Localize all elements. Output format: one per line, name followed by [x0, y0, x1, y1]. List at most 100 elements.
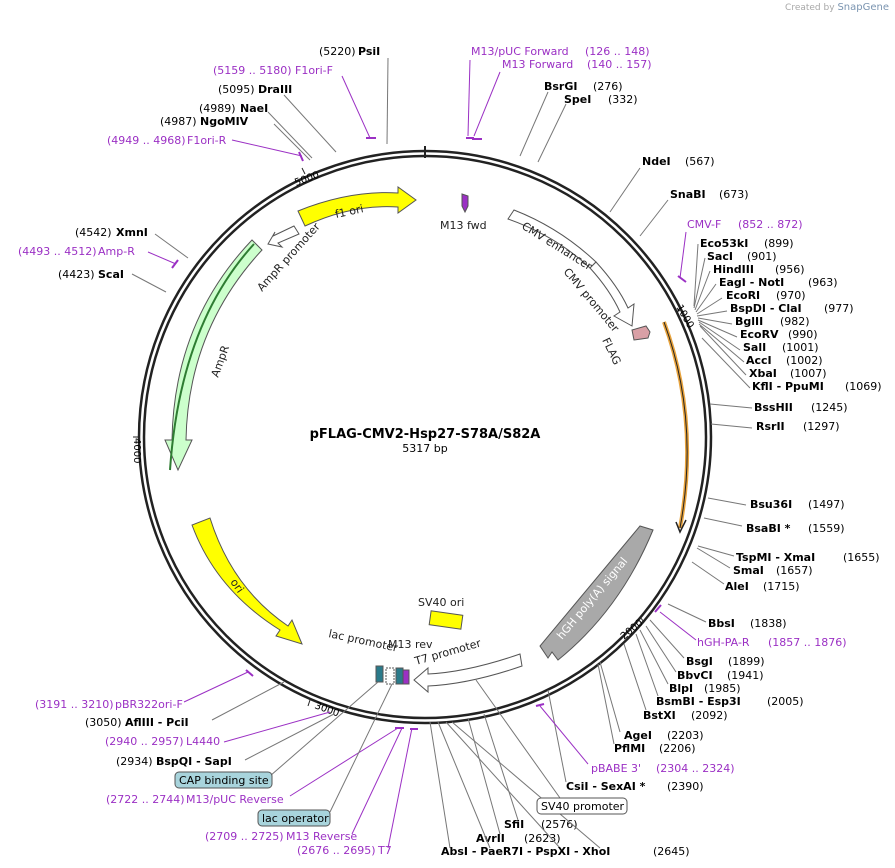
feature-m13-fwd[interactable]: M13 fwd	[440, 193, 487, 232]
primer-f1ori-f[interactable]: (5159 .. 5180) F1ori-F	[213, 64, 376, 139]
svg-text:AbsI - PaeR7I - PspXI - XhoI: AbsI - PaeR7I - PspXI - XhoI	[441, 845, 610, 858]
svg-text:KflI - PpuMI: KflI - PpuMI	[752, 380, 824, 393]
site-sali[interactable]: SalI (1001)	[743, 341, 819, 354]
site-xhoi-cluster[interactable]: AbsI - PaeR7I - PspXI - XhoI (2645)	[429, 721, 690, 858]
site-eagi-noti[interactable]: EagI - NotI (963)	[719, 276, 838, 289]
svg-text:EagI - NotI: EagI - NotI	[719, 276, 784, 289]
svg-text:SV40 ori: SV40 ori	[418, 596, 464, 609]
site-xbai[interactable]: XbaI (1007)	[749, 367, 827, 380]
primer-pbabe-3[interactable]: pBABE 3' (2304 .. 2324)	[535, 703, 735, 775]
site-ecorv[interactable]: EcoRV (990)	[740, 328, 818, 341]
site-agei[interactable]: AgeI (2203)	[599, 661, 704, 742]
site-bsabi[interactable]: BsaBI * (1559)	[703, 517, 845, 535]
site-afliii-pcii[interactable]: (3050) AflIII - PciI	[85, 681, 285, 729]
feature-lac-promoter[interactable]: lac promoter	[327, 627, 404, 685]
site-bsgi[interactable]: BsgI (1899)	[649, 619, 765, 668]
site-ecori[interactable]: EcoRI (970)	[726, 289, 806, 302]
primer-t7[interactable]: (2676 .. 2695) T7	[297, 727, 418, 857]
svg-text:AmpR: AmpR	[209, 343, 233, 379]
site-acci[interactable]: AccI (1002)	[746, 354, 823, 367]
cmv-region-arc-core	[663, 321, 688, 529]
site-smai[interactable]: SmaI (1657)	[696, 547, 813, 577]
feature-cmv-promoter[interactable]: CMV promoter	[561, 261, 635, 335]
svg-text:BglII: BglII	[735, 315, 763, 328]
svg-text:SalI: SalI	[743, 341, 766, 354]
svg-text:(982): (982)	[780, 315, 810, 328]
svg-text:BsmBI - Esp3I: BsmBI - Esp3I	[656, 695, 741, 708]
site-bsu36i[interactable]: Bsu36I (1497)	[707, 497, 845, 511]
svg-text:PsiI: PsiI	[358, 45, 380, 58]
svg-text:AvrII: AvrII	[476, 832, 505, 845]
svg-text:(2722 .. 2744): (2722 .. 2744)	[106, 793, 185, 806]
site-pflmi[interactable]: PflMI (2206)	[597, 663, 696, 755]
site-rsrii[interactable]: RsrII (1297)	[710, 420, 840, 433]
site-bbsi[interactable]: BbsI (1838)	[667, 603, 787, 630]
site-scai[interactable]: (4423) ScaI	[58, 268, 167, 293]
svg-text:CMV promoter: CMV promoter	[561, 266, 622, 335]
plasmid-size: 5317 bp	[402, 442, 447, 455]
site-alei[interactable]: AleI (1715)	[691, 561, 800, 593]
box-lac-operator[interactable]: lac operator	[257, 683, 393, 827]
site-saci[interactable]: SacI (901)	[707, 250, 777, 263]
box-cap-binding-site[interactable]: CAP binding site	[174, 681, 379, 789]
site-bspdi-clai[interactable]: BspDI - ClaI (977)	[730, 302, 854, 315]
site-bbvci[interactable]: BbvCI (1941)	[645, 625, 764, 682]
feature-ampr[interactable]: AmpR	[164, 239, 263, 472]
site-naei[interactable]: (4989) NaeI	[199, 102, 313, 159]
site-ndei[interactable]: NdeI (567)	[609, 155, 715, 213]
feature-f1-ori[interactable]: f1 ori	[297, 186, 417, 227]
primer-m13-forward[interactable]: M13 Forward (140 .. 157)	[472, 58, 652, 140]
tick-2000: 2000	[619, 616, 645, 642]
site-spei[interactable]: SpeI (332)	[537, 93, 638, 163]
site-bsmbi-esp3i[interactable]: BsmBI - Esp3I (2005)	[635, 633, 804, 708]
site-bsrgi[interactable]: BsrGI (276)	[519, 80, 623, 157]
svg-text:BsaBI *: BsaBI *	[746, 522, 791, 535]
svg-text:(2092): (2092)	[691, 709, 728, 722]
site-blpi[interactable]: BlpI (1985)	[639, 629, 741, 695]
primer-m13-puc-forward[interactable]: M13/pUC Forward (126 .. 148)	[466, 45, 650, 139]
site-draiii[interactable]: (5095) DraIII	[218, 83, 337, 153]
svg-text:SnaBI: SnaBI	[670, 188, 706, 201]
primer-m13-puc-reverse[interactable]: (2722 .. 2744) M13/pUC Reverse	[106, 727, 404, 806]
svg-text:(5220): (5220)	[319, 45, 356, 58]
feature-sv40-ori[interactable]: SV40 ori	[418, 596, 464, 630]
svg-text:lac promoter: lac promoter	[327, 627, 399, 654]
svg-text:(3050): (3050)	[85, 716, 122, 729]
primer-pbr322ori-f[interactable]: (3191 .. 3210) pBR322ori-F	[35, 669, 254, 711]
cmv-region-arc	[662, 321, 690, 529]
site-hindiii[interactable]: HindIII (956)	[713, 263, 805, 276]
site-avrii[interactable]: AvrII (2623)	[467, 717, 561, 845]
feature-ampr-promoter[interactable]: AmpR promoter	[255, 220, 323, 294]
site-bsshii[interactable]: BssHII (1245)	[709, 401, 848, 414]
svg-text:CMV-F: CMV-F	[687, 218, 721, 231]
feature-ori[interactable]: ori	[191, 517, 303, 645]
feature-hgh-polya[interactable]: hGH poly(A) signal	[539, 525, 654, 661]
primer-amp-r[interactable]: (4493 .. 4512) Amp-R	[18, 245, 179, 269]
svg-text:SV40 promoter: SV40 promoter	[541, 800, 625, 813]
primer-cmv-f[interactable]: CMV-F (852 .. 872)	[677, 218, 803, 283]
site-xmni[interactable]: (4542) XmnI	[75, 226, 189, 259]
svg-text:(2005): (2005)	[767, 695, 804, 708]
site-csii-sexai[interactable]: CsiI - SexAI * (2390)	[547, 689, 704, 793]
site-snabi[interactable]: SnaBI (673)	[639, 188, 749, 237]
site-bspqi-sapi[interactable]: (2934) BspQI - SapI	[116, 713, 335, 768]
site-bglii[interactable]: BglII (982)	[735, 315, 810, 328]
primer-m13-reverse[interactable]: (2709 .. 2725) M13 Reverse	[205, 727, 403, 843]
site-psii[interactable]: (5220) PsiI	[319, 45, 389, 145]
box-sv40-promoter[interactable]: SV40 promoter	[475, 679, 628, 815]
svg-text:L4440: L4440	[186, 735, 220, 748]
svg-text:BstXI: BstXI	[643, 709, 676, 722]
site-tspmi-xmai[interactable]: TspMI - XmaI (1655)	[697, 545, 880, 564]
primer-hgh-pa-r[interactable]: hGH-PA-R (1857 .. 1876)	[654, 604, 847, 649]
svg-text:(673): (673)	[719, 188, 749, 201]
site-kfli-ppumi[interactable]: KflI - PpuMI (1069)	[752, 380, 882, 393]
primer-l4440[interactable]: (2940 .. 2957) L4440	[105, 711, 331, 748]
feature-cmv-enhancer[interactable]: CMV enhancer	[507, 209, 597, 273]
feature-flag[interactable]: FLAG	[599, 325, 651, 367]
site-bstxi[interactable]: BstXI (2092)	[623, 643, 728, 722]
site-ngomiv[interactable]: (4987) NgoMIV	[160, 115, 311, 161]
primer-f1ori-r[interactable]: (4949 .. 4968) F1ori-R	[107, 134, 304, 162]
svg-text:Eco53kI: Eco53kI	[700, 237, 748, 250]
svg-text:hGH-PA-R: hGH-PA-R	[697, 636, 750, 649]
site-eco53ki[interactable]: Eco53kI (899)	[700, 237, 794, 250]
